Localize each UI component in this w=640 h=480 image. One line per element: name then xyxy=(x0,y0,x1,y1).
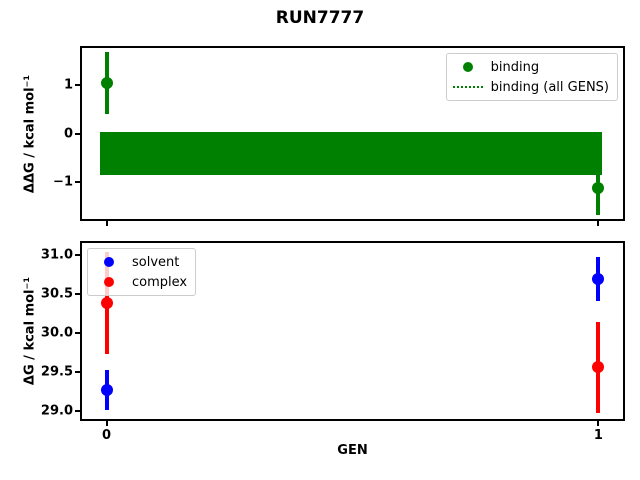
legend-label-complex: complex xyxy=(132,274,188,290)
y-tick-mark xyxy=(75,292,80,295)
y-tick-label: 31.0 xyxy=(40,247,73,263)
y-tick-label: 30.0 xyxy=(40,325,73,341)
complex-dot-icon xyxy=(104,277,114,287)
legend-swatch xyxy=(452,86,483,88)
legend-swatch xyxy=(453,62,483,72)
dg-legs-axes: ΔG / kcal mol⁻¹ GEN solvent complex 31.0… xyxy=(23,241,625,458)
ddg-y-axis-label: ΔΔG / kcal mol⁻¹ xyxy=(22,74,38,193)
data-point-marker xyxy=(100,297,113,310)
data-point-marker xyxy=(100,384,113,397)
figure-title: RUN7777 xyxy=(275,8,365,28)
legend-item-complex: complex xyxy=(94,272,187,292)
solvent-dot-icon xyxy=(104,257,114,267)
legs-legend: solvent complex xyxy=(87,248,197,296)
legend-item-binding: binding xyxy=(453,57,609,77)
y-tick-mark xyxy=(75,371,80,374)
legend-swatch xyxy=(94,277,124,287)
x-tick-mark xyxy=(105,221,108,226)
x-tick-mark xyxy=(597,221,600,226)
y-tick-mark xyxy=(75,84,80,87)
y-tick-label: −1 xyxy=(53,174,73,190)
y-tick-label: 0 xyxy=(63,126,73,141)
binding-legend: binding binding (all GENS) xyxy=(445,53,618,101)
legend-swatch xyxy=(94,257,124,267)
data-point-marker xyxy=(592,361,605,374)
y-tick-label: 1 xyxy=(63,77,73,93)
gen-x-axis-label: GEN xyxy=(337,443,368,458)
y-tick-mark xyxy=(75,132,80,135)
x-tick-mark xyxy=(105,421,108,426)
y-tick-label: 29.5 xyxy=(40,364,73,380)
legend-label-binding: binding xyxy=(490,59,540,75)
legend-item-binding-all-gens: binding (all GENS) xyxy=(452,77,609,97)
data-point-marker xyxy=(592,182,605,195)
legend-label-binding-all-gens: binding (all GENS) xyxy=(490,79,609,95)
binding-dot-icon xyxy=(462,62,473,72)
y-tick-mark xyxy=(75,331,80,334)
legend-label-solvent: solvent xyxy=(132,254,180,270)
dotted-line-icon xyxy=(452,86,483,88)
y-tick-mark xyxy=(75,410,80,413)
data-point-marker xyxy=(592,272,605,285)
data-point-marker xyxy=(100,77,113,90)
uncertainty-band xyxy=(100,132,602,176)
x-tick-mark xyxy=(597,421,600,426)
legend-item-solvent: solvent xyxy=(94,252,187,272)
ddg-binding-axes: ΔΔG / kcal mol⁻¹ binding binding (all GE… xyxy=(23,46,625,226)
x-tick-label: 0 xyxy=(102,428,112,443)
y-tick-label: 30.5 xyxy=(40,286,73,302)
x-tick-label: 1 xyxy=(593,428,603,443)
y-tick-mark xyxy=(75,180,80,183)
y-tick-mark xyxy=(75,253,80,256)
dg-y-axis-label: ΔG / kcal mol⁻¹ xyxy=(22,276,38,386)
y-tick-label: 29.0 xyxy=(40,403,73,419)
